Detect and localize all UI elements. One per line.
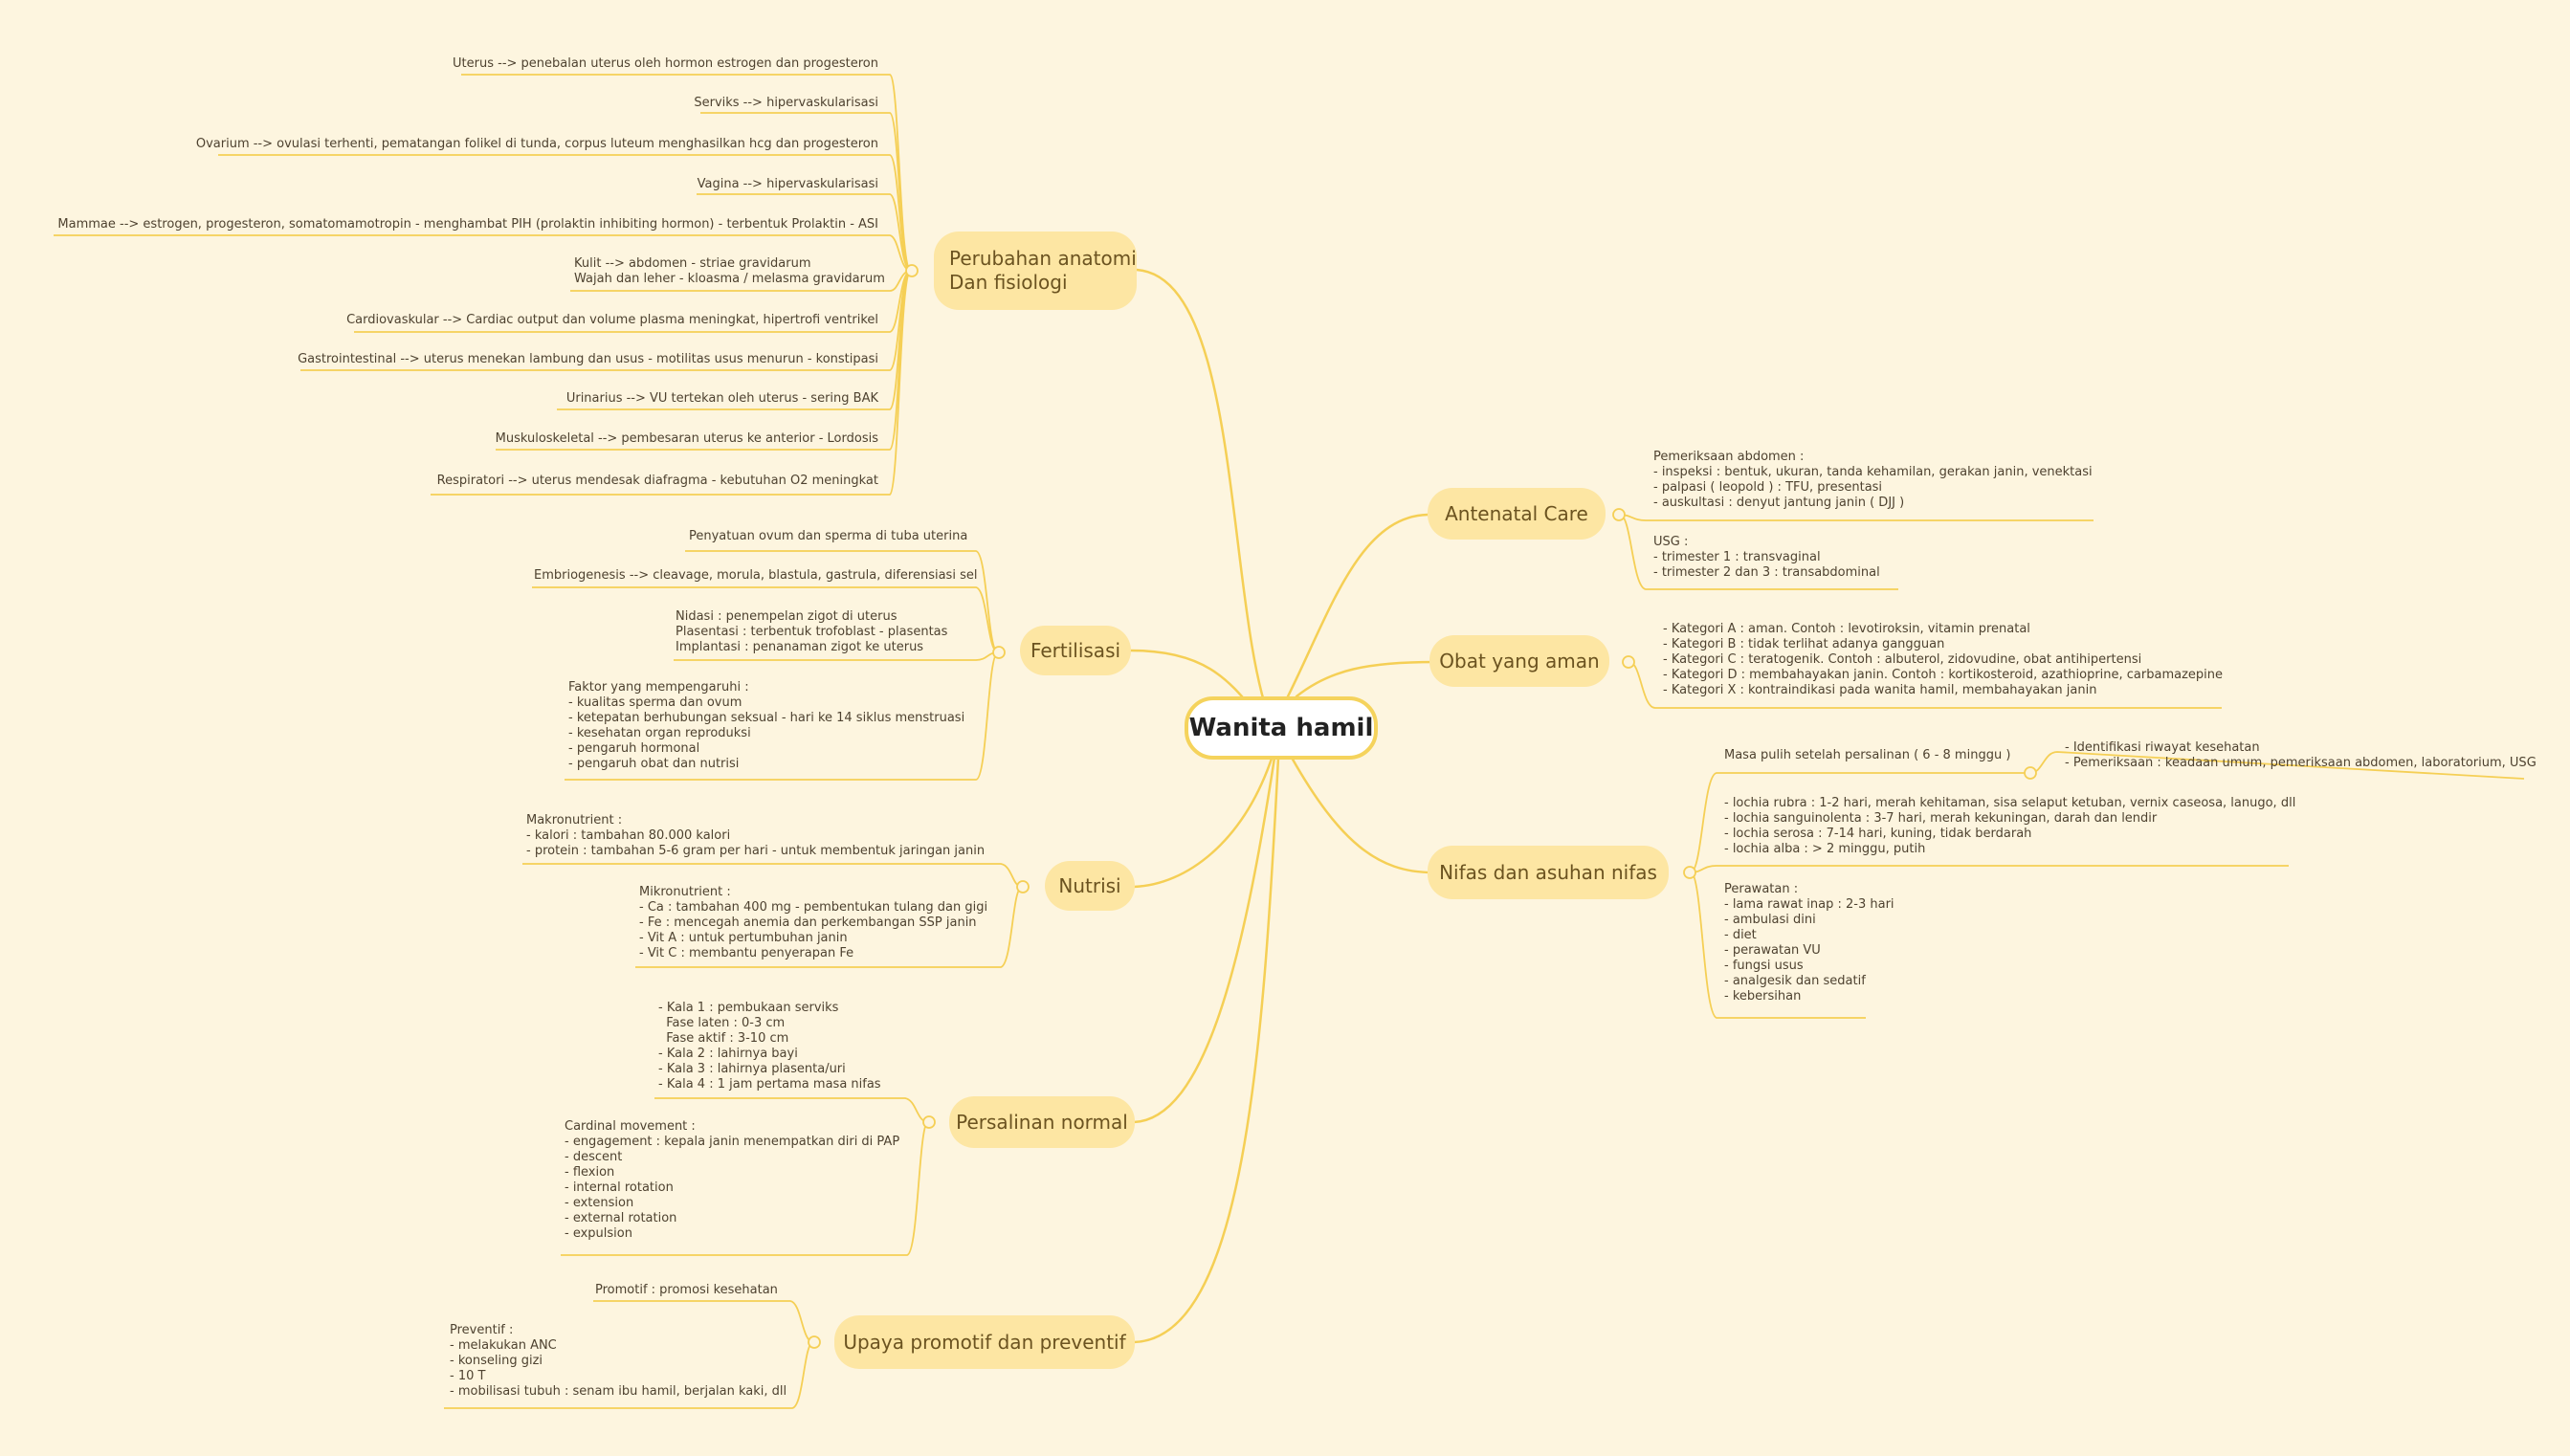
leaf-penyatuan[interactable]: Penyatuan ovum dan sperma di tuba uterin… <box>689 529 968 543</box>
leaf-pemeriksaan-abdomen[interactable]: Pemeriksaan abdomen : - inspeksi : bentu… <box>1653 450 2093 510</box>
branch-persalinan-normal[interactable]: Persalinan normal <box>949 1096 1135 1148</box>
branch-perubahan-anatomi[interactable]: Perubahan anatomi Dan fisiologi <box>934 232 1137 310</box>
leaf-kala[interactable]: - Kala 1 : pembukaan serviks Fase laten … <box>658 1001 881 1092</box>
link-root-nutrisi <box>1132 754 1274 889</box>
leaf-faktor[interactable]: Faktor yang mempengaruhi : - kualitas sp… <box>568 680 965 771</box>
leaf-promotif[interactable]: Promotif : promosi kesehatan <box>595 1283 778 1297</box>
leaf-muskuloskeletal[interactable]: Muskuloskeletal --> pembesaran uterus ke… <box>495 431 878 446</box>
link-root-persalinan <box>1132 756 1276 1124</box>
branch-obat-yang-aman[interactable]: Obat yang aman <box>1429 635 1609 687</box>
leaf-cardinal-movement[interactable]: Cardinal movement : - engagement : kepal… <box>565 1119 900 1241</box>
leaf-vagina[interactable]: Vagina --> hipervaskularisasi <box>697 177 878 191</box>
leaf-perawatan[interactable]: Perawatan : - lama rawat inap : 2-3 hari… <box>1724 882 1894 1004</box>
branch-upaya-promotif[interactable]: Upaya promotif dan preventif <box>834 1315 1135 1369</box>
leaf-preventif[interactable]: Preventif : - melakukan ANC - konseling … <box>450 1323 787 1399</box>
link-root-obat <box>1295 660 1437 698</box>
leaf-gastrointestinal[interactable]: Gastrointestinal --> uterus menekan lamb… <box>298 352 878 366</box>
leaf-masa-pulih[interactable]: Masa pulih setelah persalinan ( 6 - 8 mi… <box>1724 748 2011 762</box>
branch-antenatal-care[interactable]: Antenatal Care <box>1428 488 1606 540</box>
link-root-perubahan <box>1135 268 1274 729</box>
leaf-embriogenesis[interactable]: Embriogenesis --> cleavage, morula, blas… <box>534 568 978 583</box>
leaf-kategori-obat[interactable]: - Kategori A : aman. Contoh : levotiroks… <box>1663 622 2224 697</box>
leaf-mammae[interactable]: Mammae --> estrogen, progesteron, somato… <box>57 217 878 232</box>
leaf-mikronutrient[interactable]: Mikronutrient : - Ca : tambahan 400 mg -… <box>639 885 988 960</box>
leaf-serviks[interactable]: Serviks --> hipervaskularisasi <box>694 96 878 110</box>
leaf-identifikasi[interactable]: - Identifikasi riwayat kesehatan - Pemer… <box>2065 740 2537 770</box>
leaf-nidasi[interactable]: Nidasi : penempelan zigot di uterus Plas… <box>676 609 948 654</box>
leaf-uterus[interactable]: Uterus --> penebalan uterus oleh hormon … <box>453 56 878 71</box>
leaf-lochia[interactable]: - lochia rubra : 1-2 hari, merah kehitam… <box>1724 796 2296 856</box>
link-root-nifas <box>1290 756 1434 874</box>
link-root-antenatal <box>1285 513 1429 700</box>
branch-fertilisasi[interactable]: Fertilisasi <box>1020 626 1131 675</box>
leaf-makronutrient[interactable]: Makronutrient : - kalori : tambahan 80.0… <box>526 813 986 858</box>
link-root-upaya <box>1132 756 1280 1344</box>
leaf-urinarius[interactable]: Urinarius --> VU tertekan oleh uterus - … <box>565 391 878 406</box>
leaf-cardiovaskular[interactable]: Cardiovaskular --> Cardiac output dan vo… <box>346 313 878 327</box>
leaf-usg[interactable]: USG : - trimester 1 : transvaginal - tri… <box>1653 535 1880 580</box>
leaf-respiratori[interactable]: Respiratori --> uterus mendesak diafragm… <box>436 474 878 488</box>
branch-nutrisi[interactable]: Nutrisi <box>1045 861 1135 911</box>
leaf-kulit[interactable]: Kulit --> abdomen - striae gravidarum Wa… <box>574 256 885 286</box>
branch-nifas[interactable]: Nifas dan asuhan nifas <box>1428 846 1669 899</box>
leaf-ovarium[interactable]: Ovarium --> ovulasi terhenti, pematangan… <box>195 137 878 151</box>
central-topic[interactable]: Wanita hamil <box>1185 696 1378 760</box>
